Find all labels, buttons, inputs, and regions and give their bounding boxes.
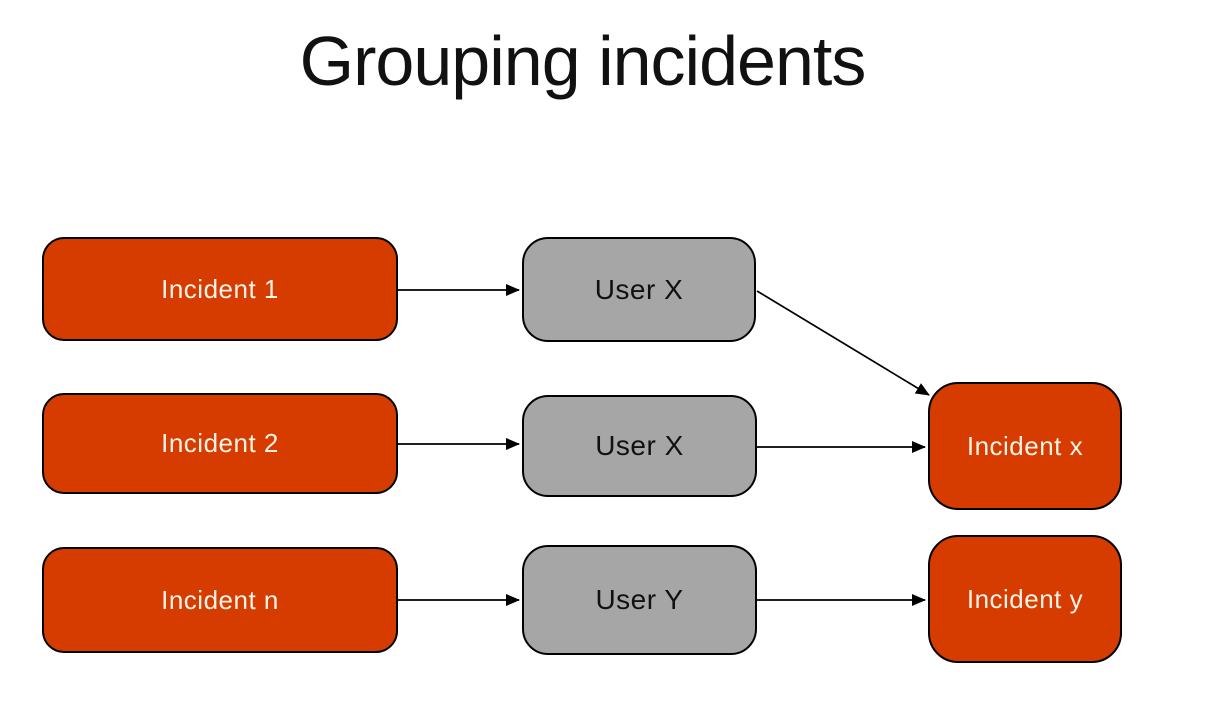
node-label: User X <box>595 430 684 461</box>
node-incident-2: Incident 2 <box>42 393 398 494</box>
node-label: User X <box>594 273 684 305</box>
arrow-user-x-1-to-incident-x <box>756 290 930 396</box>
node-label: Incident y <box>966 583 1084 614</box>
node-user-x-1: User X <box>522 237 756 342</box>
node-label: Incident 1 <box>161 273 279 304</box>
node-label: Incident 2 <box>161 428 279 458</box>
node-incident-n: Incident n <box>42 547 398 653</box>
node-incident-y: Incident y <box>928 535 1122 663</box>
node-incident-1: Incident 1 <box>42 237 398 341</box>
node-user-y: User Y <box>522 545 757 655</box>
node-label: Incident x <box>966 430 1084 461</box>
node-label: Incident n <box>161 584 279 615</box>
diagram-title: Grouping incidents <box>299 22 867 100</box>
node-incident-x: Incident x <box>928 382 1122 510</box>
node-user-x-2: User X <box>522 395 757 497</box>
node-label: User Y <box>595 584 684 615</box>
